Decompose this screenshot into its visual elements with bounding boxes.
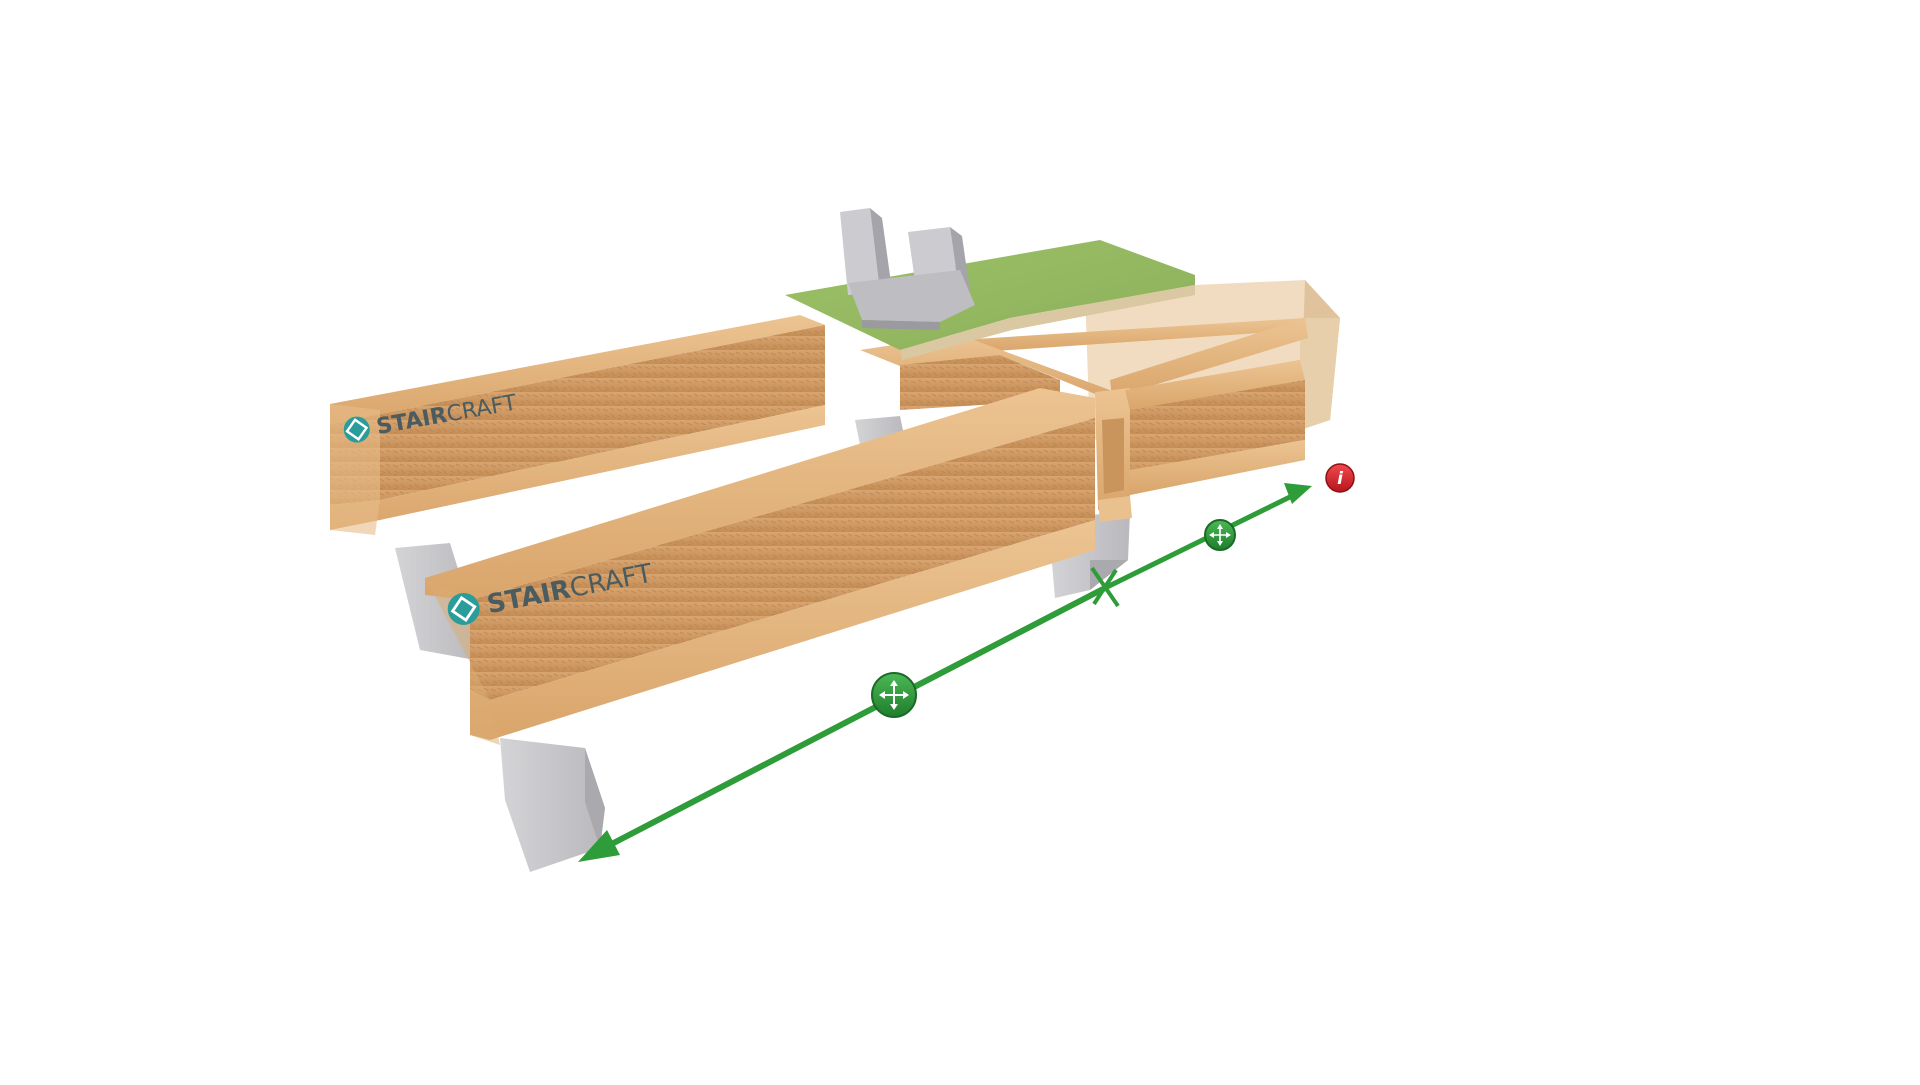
concrete-pad-front-left xyxy=(500,738,605,872)
joist-front-left xyxy=(425,388,1095,745)
info-glyph: i xyxy=(1337,469,1344,489)
arrow-head-icon xyxy=(578,830,620,862)
dimension-span-main xyxy=(578,585,1108,862)
brand-mark-icon xyxy=(447,592,480,625)
blocking-post xyxy=(1095,388,1132,522)
move-handle-main-span[interactable] xyxy=(871,672,917,718)
dimension-span-secondary xyxy=(1102,483,1312,591)
info-icon xyxy=(1325,463,1355,493)
brand-mark-icon xyxy=(343,416,370,443)
move-handle-secondary-span[interactable] xyxy=(1204,519,1236,551)
arrow-head-icon xyxy=(1284,483,1312,504)
info-button[interactable]: i xyxy=(1325,463,1355,493)
cross-marker-icon xyxy=(1090,566,1120,608)
joist-hanger-bracket xyxy=(840,208,975,330)
joist-front-right xyxy=(1125,360,1305,495)
